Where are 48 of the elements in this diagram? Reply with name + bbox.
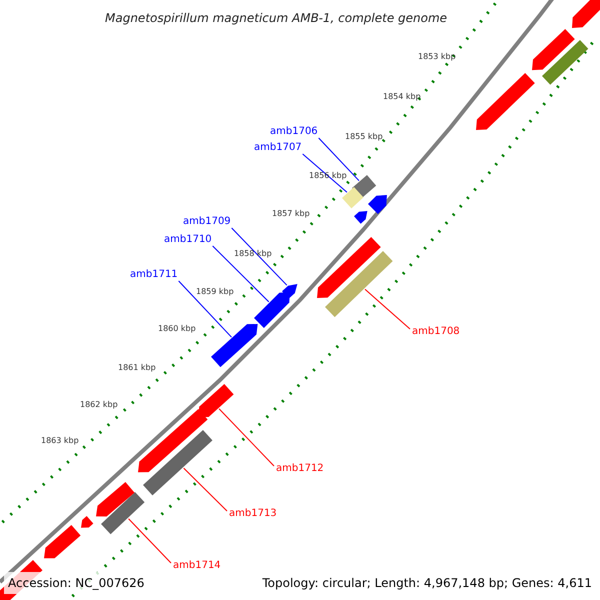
tick-label: 1859 kbp xyxy=(196,287,234,297)
gene-label: amb1708 xyxy=(412,326,460,338)
gene-feature xyxy=(96,482,135,516)
gene-feature xyxy=(342,186,364,208)
gene-label: amb1714 xyxy=(173,560,221,572)
tick-label: 1854 kbp xyxy=(383,92,421,102)
tick-label: 1857 kbp xyxy=(272,209,310,219)
gene-feature xyxy=(542,40,588,84)
gene-label: amb1710 xyxy=(164,234,212,246)
tick-label: 1858 kbp xyxy=(234,249,272,259)
leader-line xyxy=(364,288,410,330)
leader-line xyxy=(128,518,172,564)
gene-feature xyxy=(143,430,213,496)
gene-label: amb1706 xyxy=(270,126,318,138)
gene-label: amb1707 xyxy=(254,142,302,154)
gene-feature xyxy=(354,211,367,224)
leader-line xyxy=(318,138,360,182)
tick-label: 1855 kbp xyxy=(345,132,383,142)
gene-feature xyxy=(138,408,208,472)
gene-feature xyxy=(44,524,81,558)
gene-label: amb1713 xyxy=(229,508,277,520)
leader-line xyxy=(231,228,288,286)
gene-feature xyxy=(317,236,381,298)
tick-label: 1863 kbp xyxy=(41,436,79,446)
gene-label: amb1709 xyxy=(183,216,231,228)
gene-feature xyxy=(101,492,145,534)
tick-label: 1860 kbp xyxy=(158,324,196,334)
gene-feature xyxy=(368,195,387,214)
leader-line xyxy=(218,408,274,466)
leader-line xyxy=(302,154,348,193)
map-title: Magnetospirillum magneticum AMB-1, complete genome xyxy=(105,10,448,27)
tick-label: 1853 kbp xyxy=(418,52,456,62)
tick-label: 1861 kbp xyxy=(118,363,156,373)
tick-label: 1862 kbp xyxy=(80,400,118,410)
gene-feature xyxy=(81,516,94,528)
leader-line xyxy=(212,246,270,302)
gene-label: amb1711 xyxy=(130,269,178,281)
leader-line xyxy=(183,468,228,512)
gene-label: amb1712 xyxy=(276,463,324,475)
tick-label: 1856 kbp xyxy=(309,171,347,181)
gene-feature xyxy=(254,292,290,328)
gene-feature xyxy=(198,384,234,417)
gene-feature xyxy=(211,324,258,368)
gene-feature xyxy=(325,250,393,318)
footer-text: Topology: circular; Length: 4,967,148 bp; Genes: 4,611 xyxy=(262,575,592,592)
gene-feature xyxy=(476,72,535,130)
leader-line xyxy=(178,280,232,338)
gene-feature xyxy=(532,28,575,70)
